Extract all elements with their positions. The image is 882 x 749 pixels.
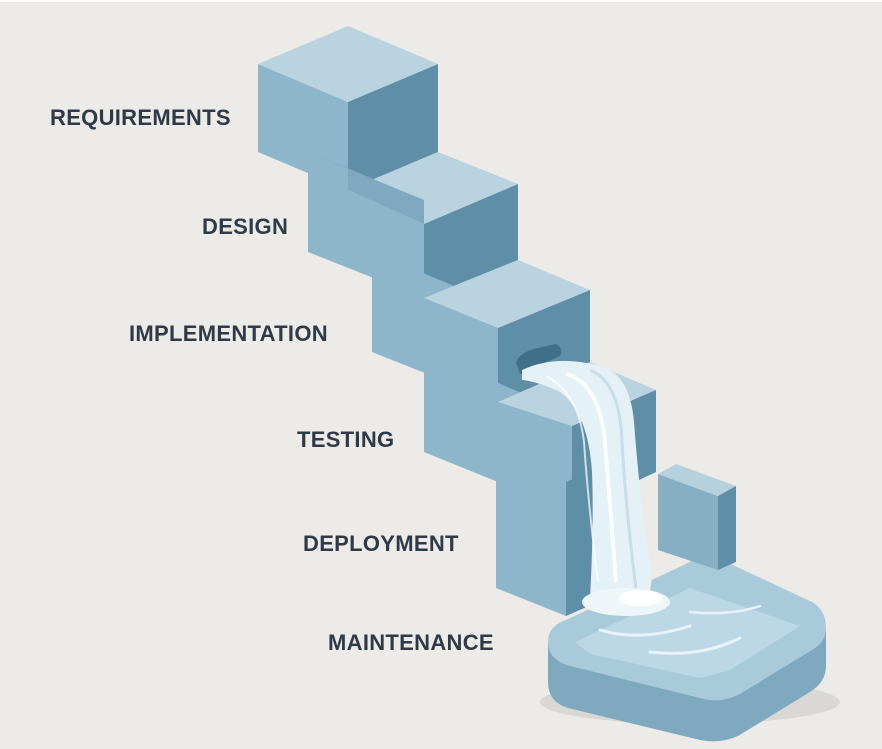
step-implementation-front xyxy=(372,252,498,402)
rear-block-side xyxy=(718,486,736,570)
stage-label-testing: TESTING xyxy=(297,427,395,452)
rear-block-top xyxy=(658,464,736,496)
basin-ripple-2 xyxy=(648,636,742,655)
splash-foam-inner xyxy=(618,590,662,606)
rear-block-front xyxy=(658,474,718,570)
step-implementation-side xyxy=(498,290,590,402)
basin-ripple-3 xyxy=(688,604,762,615)
stage-label-design: DESIGN xyxy=(202,214,289,239)
stage-label-requirements: REQUIREMENTS xyxy=(50,105,231,130)
step-design-riser xyxy=(308,152,424,224)
step-implementation-top xyxy=(424,260,590,328)
stage-label-deployment: DEPLOYMENT xyxy=(303,531,459,556)
spout-opening xyxy=(516,344,562,374)
step-deployment-front xyxy=(496,452,566,616)
stage-label-implementation: IMPLEMENTATION xyxy=(129,321,328,346)
waterfall-highlight-3 xyxy=(545,375,599,583)
stage-label-maintenance: MAINTENANCE xyxy=(328,630,494,655)
step-requirements-front xyxy=(258,64,348,190)
basin-ripple-1 xyxy=(598,624,692,637)
waterfall-highlight-1 xyxy=(565,372,618,583)
waterfall-highlight-2 xyxy=(589,368,638,589)
step-requirements-side xyxy=(348,64,438,190)
